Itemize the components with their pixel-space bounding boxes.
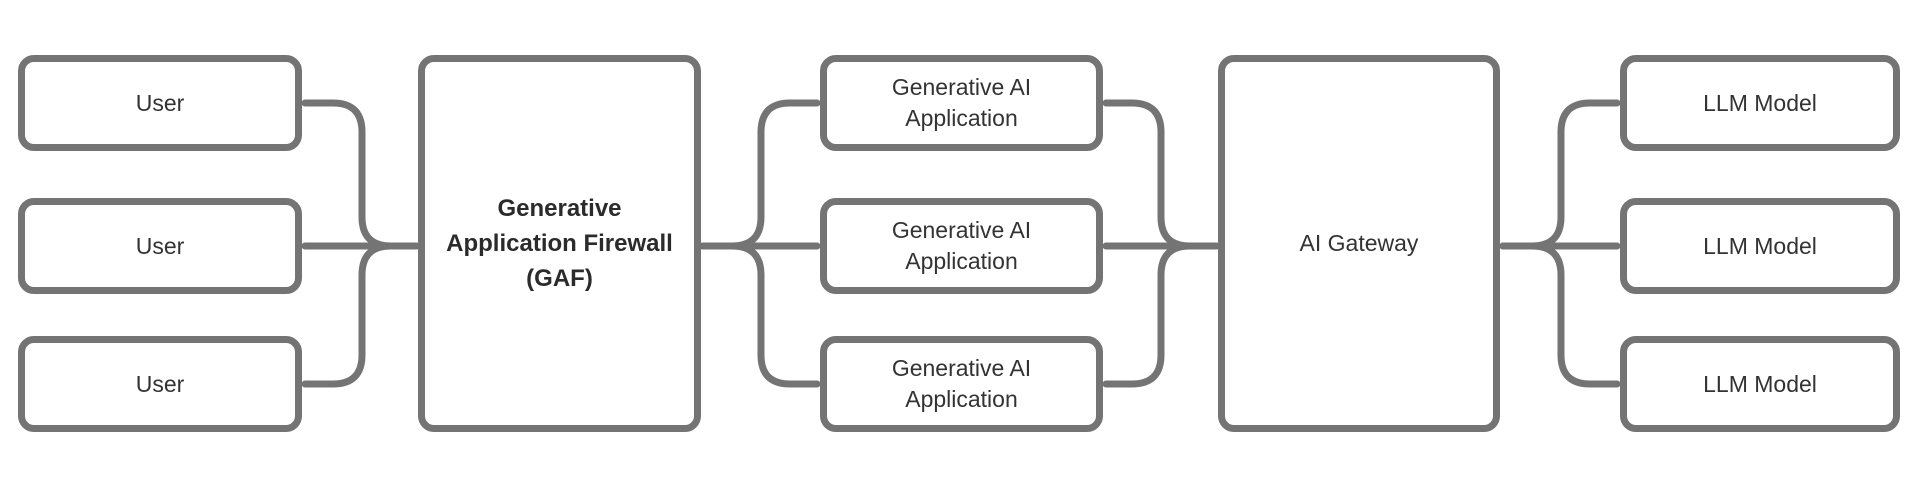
edge-app3-gaf [699, 242, 821, 388]
node-label-line: Generative AI [891, 74, 1032, 100]
edge-app3-gateway [1102, 242, 1220, 388]
node-ai-gateway: AI Gateway [1218, 55, 1500, 432]
node-label: User [135, 232, 185, 259]
node-label-line: Generative AI [891, 217, 1032, 243]
edge-user1-gaf [301, 99, 420, 250]
edge-user3-gaf [301, 242, 420, 388]
edge-app1-gateway [1102, 99, 1220, 250]
node-llm-model-2: LLM Model [1620, 198, 1900, 294]
node-user-2: User [18, 198, 302, 294]
node-label: LLM Model [1703, 89, 1817, 116]
node-label-line: Application [905, 105, 1018, 131]
node-user-1: User [18, 55, 302, 151]
node-label-line: Application Firewall [446, 230, 673, 257]
edge-llm1-gateway [1499, 99, 1621, 250]
node-label-line: Generative AI [891, 355, 1032, 381]
node-label: AI Gateway [1299, 230, 1419, 256]
node-label-line: Application [905, 248, 1018, 274]
node-llm-model-1: LLM Model [1620, 55, 1900, 151]
node-llm-model-3: LLM Model [1620, 336, 1900, 432]
node-label: LLM Model [1703, 232, 1817, 259]
edge-llm3-gateway [1499, 242, 1621, 388]
node-genai-application-1: Generative AI Application [820, 55, 1103, 151]
node-label: User [135, 89, 185, 116]
node-user-3: User [18, 336, 302, 432]
node-genai-application-2: Generative AI Application [820, 198, 1103, 294]
node-generative-application-firewall: Generative Application Firewall (GAF) [418, 55, 701, 432]
node-label-line: Application [905, 386, 1018, 412]
node-label: User [135, 370, 185, 397]
edge-app1-gaf [699, 99, 821, 250]
node-label-line: (GAF) [526, 265, 593, 292]
node-genai-application-3: Generative AI Application [820, 336, 1103, 432]
node-label-line: Generative [497, 195, 622, 222]
node-label: LLM Model [1703, 370, 1817, 397]
